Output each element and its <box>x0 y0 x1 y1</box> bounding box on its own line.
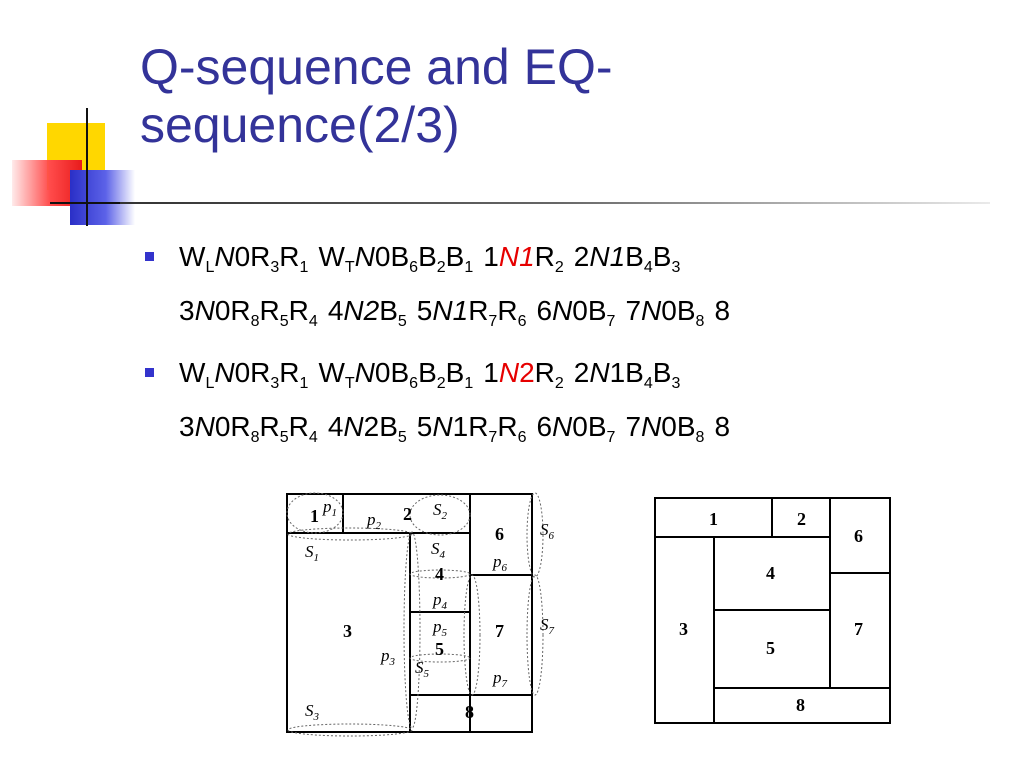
floorplan-annotated-figure: 1 2 3 4 5 6 7 8 p1 p2 p3 p4 p5 p6 p7 S1 … <box>286 492 555 737</box>
slide-title: Q-sequence and EQ- sequence(2/3) <box>140 38 940 154</box>
room-label: 2 <box>797 509 806 529</box>
p-label: p3 <box>380 646 396 668</box>
room-label: 5 <box>435 639 444 659</box>
room-label: 3 <box>343 621 352 641</box>
floorplan-annotated-room-labels: 1 2 3 4 5 6 7 8 <box>310 504 504 722</box>
floorplan-annotated-walls <box>286 493 533 733</box>
room-label: 4 <box>766 563 775 583</box>
p-label: p1 <box>322 497 337 519</box>
floorplan-plain-walls <box>654 497 891 724</box>
floorplan-annotated-segments <box>286 492 544 737</box>
bullet-square-icon <box>145 368 154 377</box>
s-label: S5 <box>415 658 430 680</box>
room-label: 7 <box>495 621 504 641</box>
s-label: S1 <box>305 542 319 564</box>
room-label: 1 <box>709 509 718 529</box>
room-label: 3 <box>679 619 688 639</box>
p-label: p5 <box>432 617 448 639</box>
room-label: 1 <box>310 506 319 526</box>
s-label: S4 <box>431 539 446 561</box>
floorplan-annotated-s-labels: S1 S2 S3 S4 S5 S6 S7 <box>305 500 555 723</box>
room-label: 6 <box>495 524 504 544</box>
s-label: S6 <box>540 520 555 542</box>
s-label: S7 <box>540 615 555 637</box>
floorplan-annotated-p-labels: p1 p2 p3 p4 p5 p6 p7 <box>322 497 508 690</box>
room-label: 4 <box>435 564 444 584</box>
slide-title-line-1: Q-sequence and EQ- <box>140 39 613 95</box>
p-label: p2 <box>366 510 382 532</box>
decor-horizontal-line-short <box>50 202 140 204</box>
decor-blue-square <box>70 170 135 225</box>
s-label: S2 <box>433 500 448 522</box>
decor-vertical-line <box>86 108 88 226</box>
room-label: 7 <box>854 619 863 639</box>
room-label: 8 <box>796 695 805 715</box>
room-label: 8 <box>465 702 474 722</box>
p-label: p7 <box>492 668 508 690</box>
p-label: p4 <box>432 590 448 612</box>
slide-title-line-2: sequence(2/3) <box>140 97 460 153</box>
room-label: 2 <box>403 504 412 524</box>
floorplan-plain-room-labels: 1 2 3 4 5 6 7 8 <box>679 509 863 715</box>
s-label: S3 <box>305 701 320 723</box>
bullet-square-icon <box>145 252 154 261</box>
room-label: 6 <box>854 526 863 546</box>
p-label: p6 <box>492 552 508 574</box>
floorplan-plain-figure: 1 2 3 4 5 6 7 8 <box>654 497 891 724</box>
title-underline <box>120 202 990 204</box>
room-label: 5 <box>766 638 775 658</box>
